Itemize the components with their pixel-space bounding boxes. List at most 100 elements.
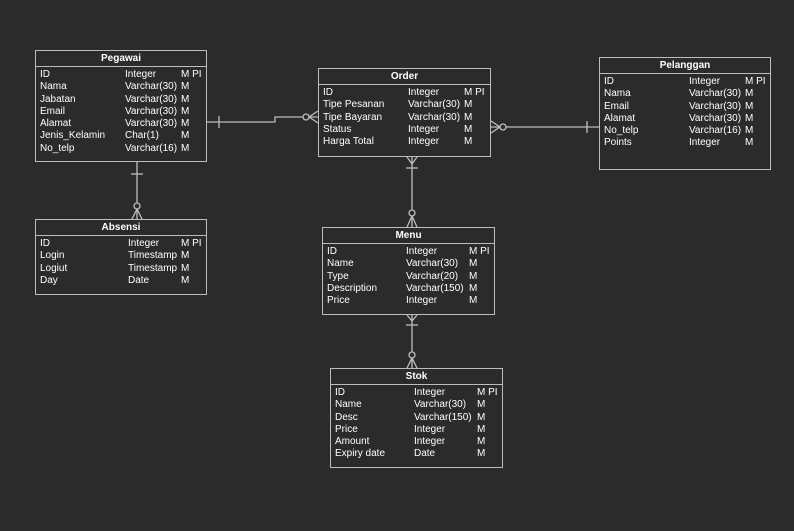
entity-title: Menu [323,228,494,244]
attribute-flags: M [464,136,473,148]
attribute-type: Varchar(30) [125,105,178,117]
attribute-flags: M [464,99,473,111]
entity-title: Pelanggan [600,58,770,74]
attribute-flags: M [477,448,486,460]
attribute-type: Integer [408,136,440,148]
entity-title: Order [319,69,490,85]
attribute-type: Integer [125,69,157,80]
attribute-flags: M PI [181,238,202,249]
attribute-name: Description [327,282,378,294]
attribute-name: Jenis_Kelamin [40,130,106,142]
attribute-type: Varchar(20) [406,270,459,282]
attribute-flags: M [469,282,478,294]
attribute-flags: M PI [469,246,490,257]
attribute-flags: M [181,130,190,142]
attribute-name: Expiry date [335,448,386,460]
attribute-name: Email [604,100,630,112]
attribute-name: Jabatan [40,93,76,105]
attribute-type: Integer [414,436,446,448]
attribute-flags: M [477,399,486,411]
attribute-name: ID [327,246,337,257]
attribute-flags: M [464,123,473,135]
entity-title: Pegawai [36,51,206,67]
attribute-name: Harga Total [323,136,374,148]
attribute-name: Alamat [40,118,72,130]
attribute-type: Varchar(30) [689,88,742,100]
relationship-menu-stok [406,314,418,369]
attribute-flags: M PI [745,76,766,87]
attribute-flags: M [464,111,473,123]
entity-title: Absensi [36,220,206,236]
attribute-flags: M PI [181,69,202,80]
attribute-name: ID [604,76,614,87]
attribute-flags: M [181,274,190,286]
attribute-type: Varchar(16) [125,142,178,154]
attribute-flags: M [745,100,754,112]
attribute-type: Varchar(150) [414,411,472,423]
attribute-type: Integer [414,423,446,435]
attribute-row: Description Varchar(150) M [327,283,490,295]
relationship-pelanggan-order [490,120,599,134]
attribute-flags: M [477,436,486,448]
attribute-type: Integer [406,246,438,257]
attribute-flags: M [745,137,754,149]
attribute-name: Price [327,295,350,307]
attribute-row: Harga Total Integer M [323,136,486,148]
attribute-type: Timestamp [128,262,178,274]
attribute-type: Varchar(150) [406,282,464,294]
attribute-type: Integer [408,87,440,98]
attribute-name: No_telp [40,142,75,154]
attribute-flags: M [745,112,754,124]
relationship-pegawai-order [207,110,319,128]
attribute-name: Nama [40,81,67,93]
attribute-name: Email [40,105,66,117]
attribute-flags: M [745,88,754,100]
attribute-flags: M [181,93,190,105]
attribute-type: Varchar(30) [125,93,178,105]
attribute-name: Status [323,123,352,135]
attribute-type: Date [128,274,150,286]
attribute-flags: M PI [477,387,498,398]
attribute-type: Integer [128,238,160,249]
attribute-row: Jenis_Kelamin Char(1) M [40,130,202,142]
attribute-name: No_telp [604,125,639,137]
attribute-flags: M [745,125,754,137]
attribute-name: Day [40,274,58,286]
attribute-flags: M [477,423,486,435]
attribute-flags: M [469,270,478,282]
attribute-type: Integer [689,76,721,87]
attribute-name: ID [40,238,50,249]
attribute-flags: M [181,250,190,262]
entity-title: Stok [331,369,502,385]
attribute-name: Alamat [604,112,636,124]
attribute-type: Char(1) [125,130,159,142]
attribute-type: Integer [414,387,446,398]
attribute-type: Varchar(30) [408,111,461,123]
attribute-row: Day Date M [40,275,202,287]
attribute-row: ID Integer M PI [604,76,766,88]
attribute-type: Varchar(30) [408,99,461,111]
attribute-name: Login [40,250,65,262]
attribute-row: ID Integer M PI [40,238,202,250]
attribute-flags: M [469,295,478,307]
